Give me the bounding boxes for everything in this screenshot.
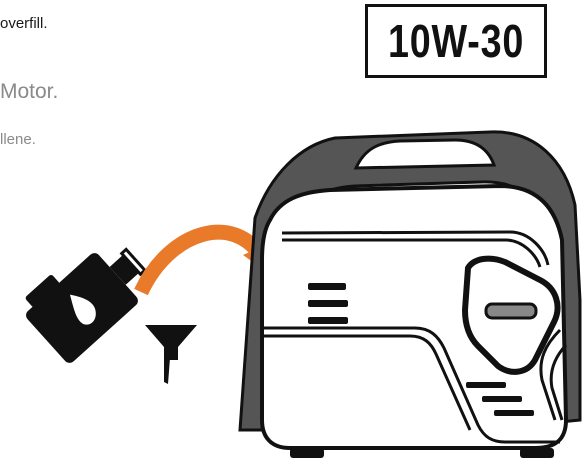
generator-icon (240, 132, 580, 458)
funnel-icon (145, 325, 197, 384)
oil-bottle-icon (16, 226, 159, 366)
